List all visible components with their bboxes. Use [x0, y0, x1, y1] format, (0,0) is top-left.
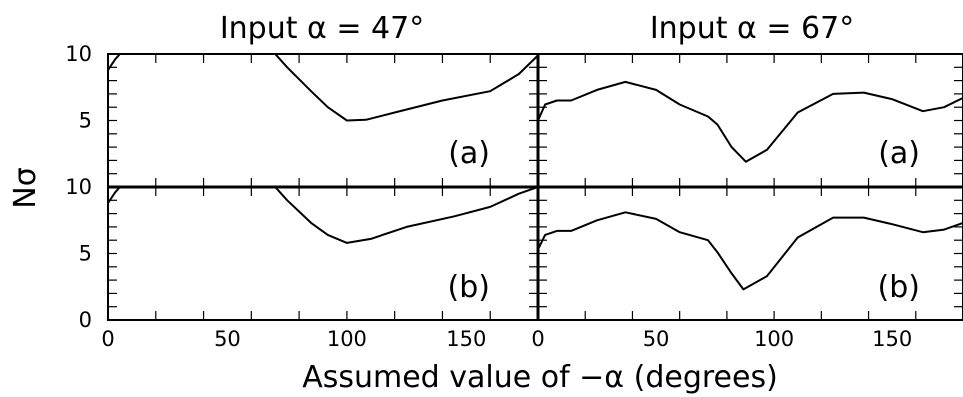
panel-tag-right-b: (b) — [878, 270, 920, 305]
column-title-left: Input α = 47° — [220, 11, 424, 46]
panel-tag-left-a: (a) — [448, 136, 490, 171]
x-tick-label: 150 — [446, 327, 486, 351]
x-tick-label: 0 — [531, 327, 544, 351]
panel-tag-right-a: (a) — [878, 136, 920, 171]
x-tick-label: 50 — [214, 327, 241, 351]
column-title-right: Input α = 67° — [650, 11, 854, 46]
x-tick-label: 50 — [643, 327, 670, 351]
y-tick-label: 5 — [79, 242, 92, 266]
curve-right-a — [538, 80, 963, 163]
x-tick-label: 100 — [754, 327, 794, 351]
x-tick-label: 150 — [872, 327, 912, 351]
x-tick-label: 100 — [327, 327, 367, 351]
panel-tag-left-b: (b) — [448, 270, 490, 305]
y-tick-label: 10 — [65, 42, 92, 66]
y-tick-label: 10 — [65, 175, 92, 199]
y-tick-label: 0 — [79, 308, 92, 332]
curve-left-a — [108, 54, 538, 122]
x-axis-label: Assumed value of −α (degrees) — [302, 360, 778, 395]
y-axis-label: Nσ — [8, 167, 43, 208]
curve-right-b — [538, 211, 963, 291]
x-tick-label: 0 — [101, 327, 114, 351]
curve-left-b — [108, 187, 538, 244]
y-tick-label: 5 — [79, 109, 92, 133]
